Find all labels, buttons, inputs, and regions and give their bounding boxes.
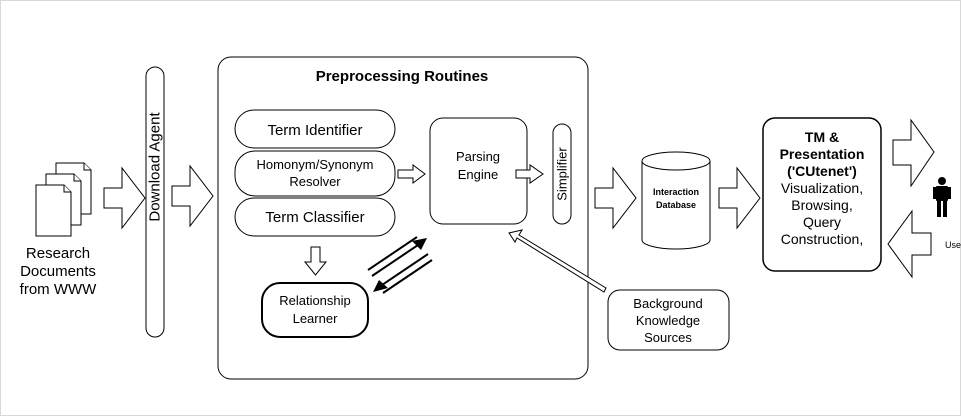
arrow-background-to-engine (508, 229, 607, 293)
tm-presentation-panel: TM & Presentation ('CUtenet') Visualizat… (762, 117, 882, 272)
docs-label-line-1: Research (26, 245, 90, 262)
docs-label-line-2: Documents (20, 263, 96, 280)
relationship-learner-box (261, 282, 369, 338)
arrow-classifier-to-learner (303, 246, 328, 276)
arrow-agent-to-preprocessing (171, 164, 214, 228)
relationship-learner-line-1: Relationship (279, 293, 351, 308)
interaction-database: Interaction Database (641, 151, 711, 250)
presentation-feature-3: Query (803, 214, 841, 230)
arrow-resolver-to-engine (397, 164, 426, 184)
homonym-resolver-box (234, 150, 396, 197)
bidirectional-arrows-learner-engine (367, 236, 433, 294)
term-classifier-label: Term Classifier (265, 209, 364, 226)
presentation-title-line-3: ('CUtenet') (787, 163, 857, 179)
arrow-engine-to-simplifier (515, 164, 544, 184)
presentation-title-line-2: Presentation (780, 146, 865, 162)
term-classifier-box (234, 197, 396, 237)
document-stack-icon (35, 162, 92, 237)
arrow-user-to-presentation (887, 209, 932, 279)
background-line-2: Knowledge (636, 313, 700, 328)
download-agent: Download Agent (145, 66, 165, 338)
simplifier-label: Simplifier (555, 147, 570, 201)
homonym-resolver-line-2: Resolver (289, 174, 341, 189)
relationship-learner-line-2: Learner (293, 311, 338, 326)
presentation-feature-1: Visualization, (781, 180, 863, 196)
background-line-1: Background (633, 296, 702, 311)
arrow-docs-to-agent (103, 166, 146, 230)
arrow-presentation-to-user (892, 118, 935, 188)
term-identifier-label: Term Identifier (267, 122, 362, 139)
homonym-resolver-line-1: Homonym/Synonym (256, 157, 373, 172)
background-knowledge-sources: Background Knowledge Sources (607, 289, 730, 351)
presentation-feature-2: Browsing, (791, 197, 852, 213)
interaction-db-line-1: Interaction (653, 187, 699, 197)
parsing-engine-line-2: Engine (458, 167, 498, 182)
parsing-engine-line-1: Parsing (456, 149, 500, 164)
user-person-icon (933, 177, 951, 217)
presentation-title-line-1: TM & (805, 129, 839, 145)
background-line-3: Sources (644, 330, 692, 345)
docs-label-line-3: from WWW (20, 281, 97, 298)
term-identifier-box (234, 109, 396, 149)
simplifier-box (552, 123, 572, 225)
preprocessing-routines-panel: Preprocessing Routines Term Identifier H… (217, 56, 589, 380)
download-agent-label: Download Agent (147, 112, 164, 222)
arrow-preprocessing-to-db (594, 166, 637, 230)
presentation-feature-4: Construction, (781, 231, 863, 247)
preprocessing-title: Preprocessing Routines (316, 68, 489, 85)
user-label: User (945, 240, 961, 250)
research-documents-label: Research Documents from WWW (20, 245, 97, 298)
interaction-db-line-2: Database (656, 200, 696, 210)
arrow-db-to-presentation (718, 166, 761, 230)
